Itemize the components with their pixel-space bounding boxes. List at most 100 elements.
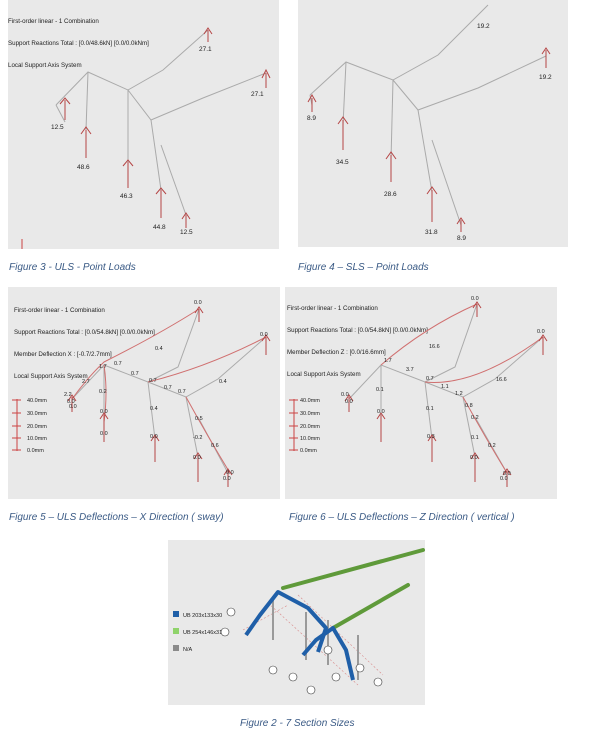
deflection-value: 0.2 bbox=[471, 415, 479, 421]
load-value: 19.2 bbox=[477, 23, 490, 30]
load-value: 48.6 bbox=[77, 164, 90, 171]
figure-3-caption: Figure 3 - ULS - Point Loads bbox=[9, 262, 136, 273]
scale-label: 0.0mm bbox=[27, 448, 44, 454]
section-legend: UB 203x133x30 UB 254x146x31 N/A bbox=[173, 611, 222, 653]
deflection-value: 0.0 bbox=[150, 434, 158, 440]
gridline-tag bbox=[331, 672, 341, 682]
deflection-value: 0.7 bbox=[164, 385, 172, 391]
deflection-value: 1.2 bbox=[455, 391, 463, 397]
scale-label: 0.0mm bbox=[300, 448, 317, 454]
load-value: 31.8 bbox=[425, 229, 438, 236]
deflection-value: 0.0 bbox=[345, 399, 353, 405]
gridline-tag bbox=[288, 672, 298, 682]
header-line: First-order linear - 1 Combination bbox=[14, 306, 105, 314]
deflection-value: 0.0 bbox=[471, 296, 479, 302]
figure-6-uls-deflections-z: First-order linear - 1 Combination Suppo… bbox=[285, 287, 557, 499]
deflection-value: 0.2 bbox=[99, 389, 107, 395]
load-value: 19.2 bbox=[539, 74, 552, 81]
deflection-value: 3.7 bbox=[406, 367, 414, 373]
load-value: 12.5 bbox=[180, 229, 193, 236]
deflection-value: 0.0 bbox=[194, 300, 202, 306]
scale-label: 20.0mm bbox=[27, 424, 47, 430]
header-line: Local Support Axis System bbox=[287, 371, 361, 379]
figure-4-drawing: 19.2 19.2 8.9 34.5 28.6 31.8 8.9 bbox=[307, 4, 552, 242]
figure-6-caption: Figure 6 – ULS Deflections – Z Direction… bbox=[289, 512, 515, 523]
figure-5-header: First-order linear - 1 Combination Suppo… bbox=[14, 292, 155, 396]
deflection-value: 0.0 bbox=[341, 392, 349, 398]
figure-2-caption: Figure 2 - 7 Section Sizes bbox=[240, 718, 355, 729]
scale-label: 30.0mm bbox=[27, 411, 47, 417]
deflection-value: 2.2 bbox=[64, 392, 72, 398]
gridline-tag bbox=[355, 663, 365, 673]
deflection-value: 0.0 bbox=[223, 476, 231, 482]
deflection-value: 0.0 bbox=[503, 471, 511, 477]
legend-swatch bbox=[173, 611, 179, 617]
header-line: Member Deflection Z : [0.0/16.6mm] bbox=[287, 349, 386, 357]
deflection-value: 0.6 bbox=[211, 443, 219, 449]
deflection-value: 1.7 bbox=[384, 358, 392, 364]
deflection-value: 0.7 bbox=[131, 371, 139, 377]
legend-swatch bbox=[173, 628, 179, 634]
deflection-value: 0.4 bbox=[219, 379, 227, 385]
deflection-value: 0.3 bbox=[427, 434, 435, 440]
legend-label: UB 254x146x31 bbox=[183, 630, 222, 636]
gridline-tag bbox=[373, 677, 383, 687]
header-line: Support Reactions Total : [0.0/54.8kN] [… bbox=[14, 329, 155, 337]
load-value: 44.8 bbox=[153, 224, 166, 231]
header-line: Support Reactions Total : [0.0/48.6kN] [… bbox=[8, 40, 149, 48]
scale-label: 40.0mm bbox=[300, 398, 320, 404]
load-value: 27.1 bbox=[199, 46, 212, 53]
header-line: Local Support Axis System bbox=[8, 62, 82, 70]
deflection-value: 1.7 bbox=[99, 364, 107, 370]
scale-label: 10.0mm bbox=[27, 436, 47, 442]
header-line: Member Deflection X : [-0.7/2.7mm] bbox=[14, 351, 112, 359]
figure-5-uls-deflections-x: First-order linear - 1 Combination Suppo… bbox=[8, 287, 280, 499]
deflection-value: 0.0 bbox=[226, 470, 234, 476]
deflection-scale: 40.0mm 30.0mm 20.0mm 10.0mm 0.0mm bbox=[289, 398, 320, 454]
deflection-value: 0.0 bbox=[260, 332, 268, 338]
gridline-tag bbox=[268, 665, 278, 675]
gridline-tag bbox=[306, 685, 316, 695]
deflection-value: 0.0 bbox=[69, 404, 77, 410]
figure-6-header: First-order linear - 1 Combination Suppo… bbox=[287, 290, 428, 394]
header-line: Support Reactions Total : [0.0/54.8kN] [… bbox=[287, 327, 428, 335]
legend-swatch bbox=[173, 645, 179, 651]
deflection-value: 0.0 bbox=[193, 455, 201, 461]
scale-label: 30.0mm bbox=[300, 411, 320, 417]
deflection-value: 0.7 bbox=[426, 376, 434, 382]
figure-2-drawing: UB 203x133x30 UB 254x146x31 N/A bbox=[173, 548, 425, 695]
load-value: 8.9 bbox=[307, 115, 316, 122]
legend-label: UB 203x133x30 bbox=[183, 613, 222, 619]
figure-4-sls-point-loads: 19.2 19.2 8.9 34.5 28.6 31.8 8.9 bbox=[298, 0, 568, 247]
deflection-value: 16.6 bbox=[429, 344, 440, 350]
scale-label: 20.0mm bbox=[300, 424, 320, 430]
deflection-value: 0.0 bbox=[377, 409, 385, 415]
gridline-tag bbox=[323, 645, 333, 655]
deflection-value: 0.2 bbox=[488, 443, 496, 449]
deflection-value: 0.7 bbox=[114, 361, 122, 367]
deflection-value: 0.7 bbox=[149, 378, 157, 384]
gridline-tag bbox=[226, 607, 236, 617]
figure-2-section-sizes: UB 203x133x30 UB 254x146x31 N/A bbox=[168, 540, 425, 705]
header-line: Local Support Axis System bbox=[14, 373, 88, 381]
deflection-value: 0.0 bbox=[500, 476, 508, 482]
load-value: 46.3 bbox=[120, 193, 133, 200]
load-value: 28.6 bbox=[384, 191, 397, 198]
deflection-value: 0.0 bbox=[67, 399, 75, 405]
figure-3-uls-point-loads: First-order linear - 1 Combination Suppo… bbox=[8, 0, 279, 249]
figure-4-caption: Figure 4 – SLS – Point Loads bbox=[298, 262, 429, 273]
load-value: 12.5 bbox=[51, 124, 64, 131]
figure-5-caption: Figure 5 – ULS Deflections – X Direction… bbox=[9, 512, 224, 523]
deflection-value: 1.1 bbox=[441, 384, 449, 390]
deflection-value: 16.6 bbox=[496, 377, 507, 383]
header-line: First-order linear - 1 Combination bbox=[8, 17, 99, 25]
deflection-value: 0.7 bbox=[178, 389, 186, 395]
deflection-value: 2.7 bbox=[82, 379, 90, 385]
figure-5-drawing: 40.0mm 30.0mm 20.0mm 10.0mm 0.0mm bbox=[12, 300, 271, 487]
figure-3-drawing: 27.1 27.1 12.5 48.6 46.3 44.8 12.5 bbox=[21, 27, 271, 249]
deflection-value: 0.5 bbox=[195, 416, 203, 422]
deflection-value: 0.4 bbox=[155, 346, 163, 352]
load-value: 8.9 bbox=[457, 235, 466, 242]
legend-label: N/A bbox=[183, 647, 193, 653]
scale-label: 40.0mm bbox=[27, 398, 47, 404]
